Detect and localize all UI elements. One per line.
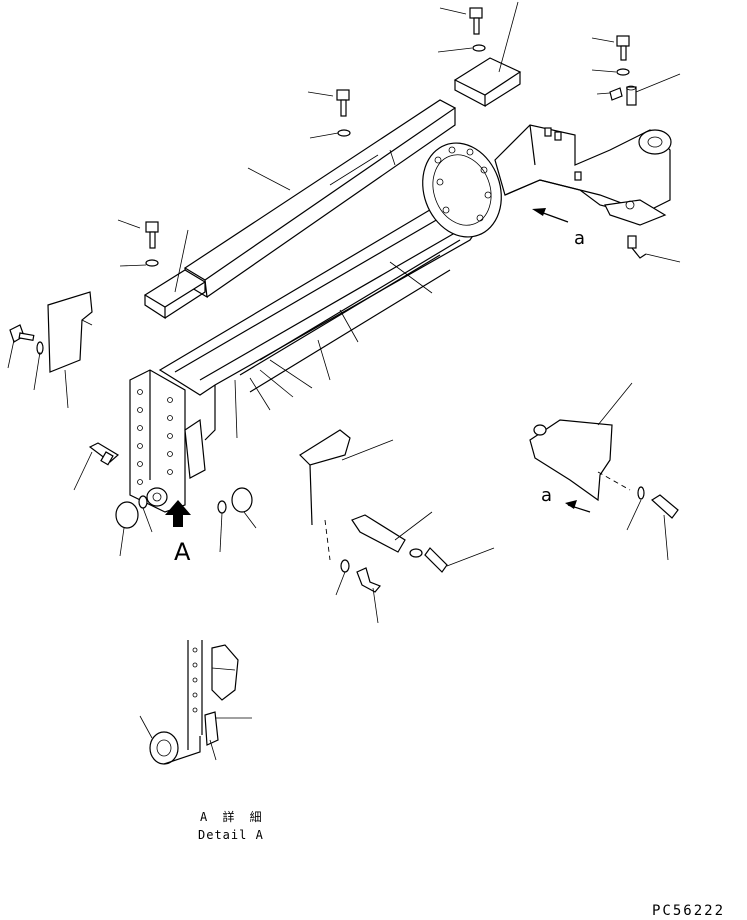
detail-caption-en: Detail A [198, 828, 264, 842]
bolt-top-left [145, 221, 159, 267]
washer-right-bottom [217, 500, 227, 514]
frame-beam [158, 194, 491, 441]
view-label-a: A [174, 538, 191, 566]
cap-right [231, 487, 253, 513]
cap-left [115, 501, 139, 529]
center-bracket [299, 429, 448, 593]
left-bracket [47, 291, 93, 373]
bolt-far-right [609, 35, 637, 106]
bolt-top-center [336, 89, 351, 137]
top-cover [183, 99, 457, 299]
detail-caption-jp: A 詳 細 [200, 810, 266, 824]
view-arrow [165, 500, 191, 527]
top-right-cover [453, 57, 522, 107]
leader-lines [7, 1, 681, 624]
direction-label-a-right: a [574, 228, 586, 249]
direction-label-a-shield: a [541, 485, 553, 506]
grease-fitting-right [627, 235, 647, 259]
sensor-left [88, 442, 120, 466]
direction-arrow-right [532, 208, 569, 223]
detail-a-view [139, 640, 252, 765]
front-frame-end [494, 124, 672, 226]
drawing-number: PC56222 [652, 903, 726, 919]
front-flange [422, 142, 502, 238]
rear-plate [129, 369, 206, 513]
right-shield [529, 419, 679, 519]
washer-left-bottom [138, 495, 148, 509]
left-small-cover [143, 269, 207, 320]
bolt-top-right [469, 7, 486, 52]
bolt-left [9, 324, 44, 355]
